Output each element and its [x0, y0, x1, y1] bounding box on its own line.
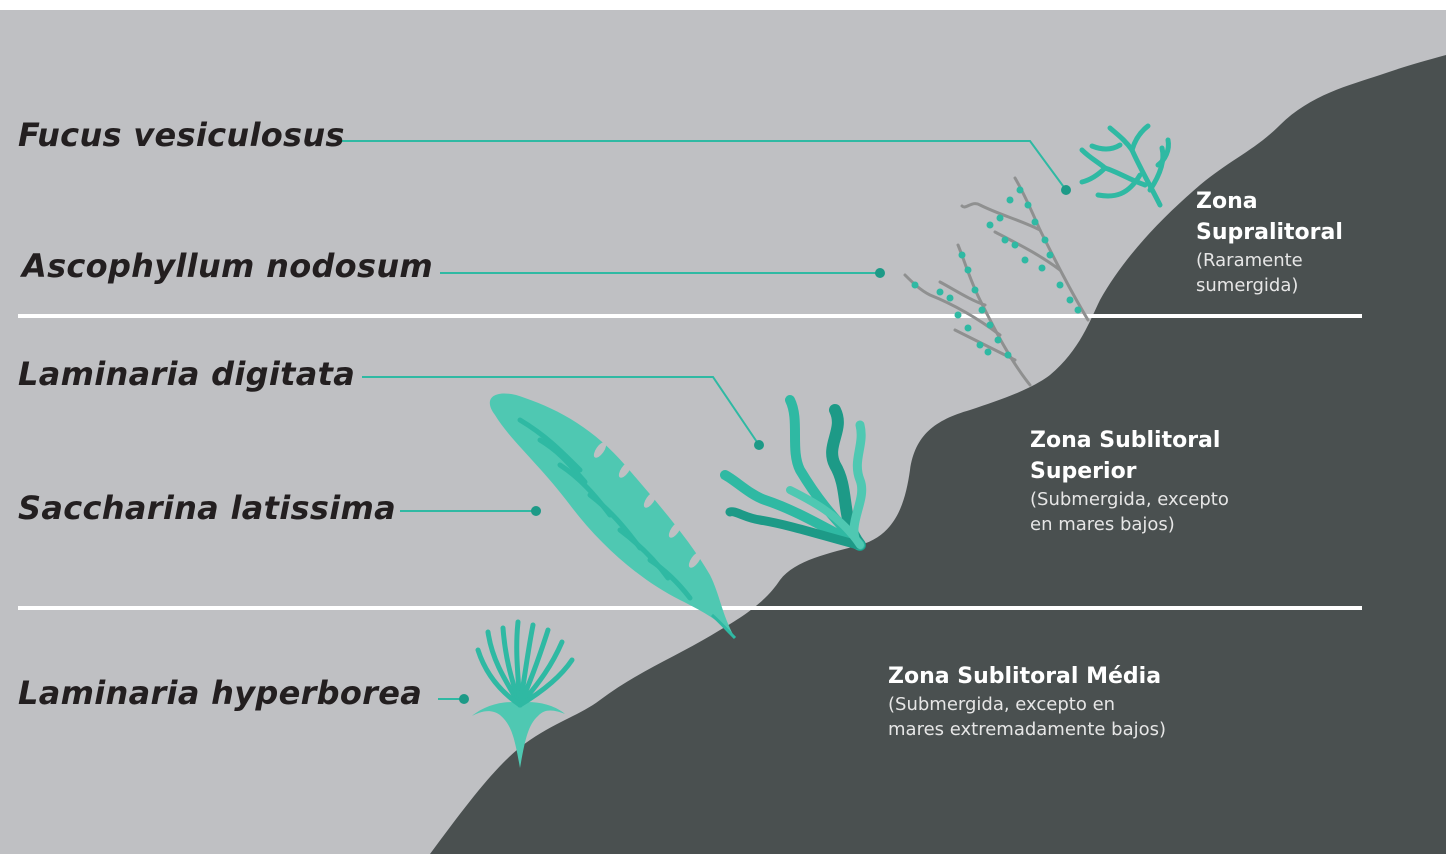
- zone-title-line: Zona: [1196, 186, 1343, 217]
- zone-title-line: Zona Sublitoral: [1030, 425, 1229, 456]
- zone-description-line: (Submergida, excepto: [1030, 487, 1229, 512]
- leader-dot-fucus: [1061, 185, 1071, 195]
- leader-dot-laminaria-digitata: [754, 440, 764, 450]
- zone-description-line: en mares bajos): [1030, 512, 1229, 537]
- species-label-saccharina-latissima: Saccharina latissima: [18, 492, 396, 524]
- species-label-laminaria-hyperborea: Laminaria hyperborea: [18, 677, 422, 709]
- zone-description-line: mares extremadamente bajos): [888, 717, 1166, 742]
- species-label-fucus-vesiculosus: Fucus vesiculosus: [18, 119, 345, 151]
- species-label-laminaria-digitata: Laminaria digitata: [18, 358, 355, 390]
- zone-label-supralitoral: Zona Supralitoral (Raramente sumergida): [1196, 186, 1343, 298]
- zone-label-sublitoral-superior: Zona Sublitoral Superior (Submergida, ex…: [1030, 425, 1229, 537]
- zone-title-line: Superior: [1030, 456, 1229, 487]
- zone-description-line: (Submergida, excepto en: [888, 692, 1166, 717]
- zone-title-line: Supralitoral: [1196, 217, 1343, 248]
- zone-label-sublitoral-media: Zona Sublitoral Média (Submergida, excep…: [888, 661, 1166, 742]
- leader-dot-saccharina: [531, 506, 541, 516]
- zone-description-line: (Raramente: [1196, 248, 1343, 273]
- species-label-ascophyllum-nodosum: Ascophyllum nodosum: [22, 250, 433, 282]
- leader-dot-laminaria-hyperborea: [459, 694, 469, 704]
- zone-description-line: sumergida): [1196, 273, 1343, 298]
- leader-dot-ascophyllum: [875, 268, 885, 278]
- zone-title-line: Zona Sublitoral Média: [888, 661, 1166, 692]
